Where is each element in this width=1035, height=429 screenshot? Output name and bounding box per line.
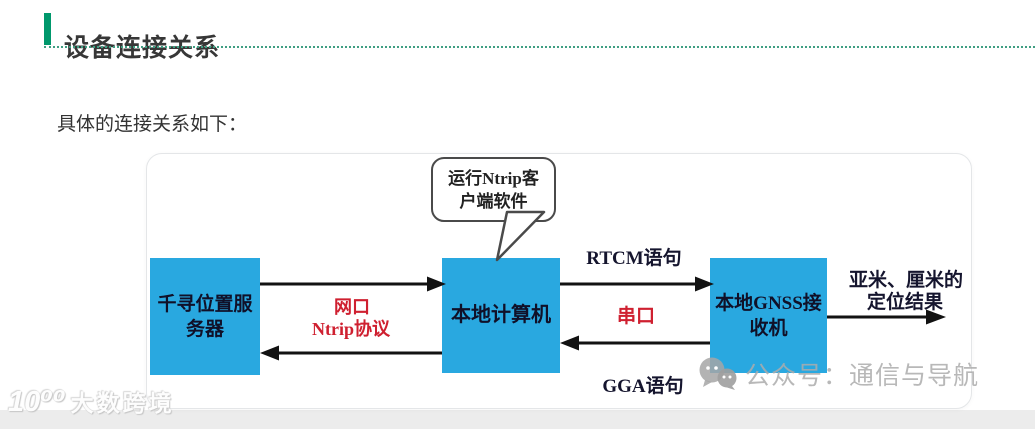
node-local-computer: 本地计算机 <box>442 258 560 373</box>
title-accent-bar <box>44 13 51 45</box>
label-serial-port: 串口 <box>616 306 656 327</box>
label-rtcm: RTCM语句 <box>586 248 682 269</box>
callout-ntrip-client: 运行Ntrip客 户端软件 <box>431 157 556 222</box>
dashu-logo-icon: 10⁰⁰ <box>8 386 66 418</box>
intro-text: 具体的连接关系如下： <box>57 114 248 135</box>
node-label: 本地GNSS接 <box>715 292 822 314</box>
label-output-line2: 定位结果 <box>866 292 944 313</box>
watermark-dashu-text: 大数跨境 <box>70 390 175 416</box>
watermark-wechat-text: 公众号：通信与导航 <box>745 362 980 390</box>
label-gga: GGA语句 <box>602 376 684 397</box>
node-label: 千寻位置服 <box>157 293 253 315</box>
label-ntrip-protocol: Ntrip协议 <box>312 319 390 339</box>
node-qianxun-server: 千寻位置服 务器 <box>150 258 260 375</box>
wechat-icon <box>699 357 737 390</box>
label-output-line1: 亚米、厘米的 <box>848 270 964 291</box>
page-bottom-strip <box>0 410 1035 429</box>
title-divider <box>44 46 1035 48</box>
node-label: 本地计算机 <box>451 304 551 326</box>
watermark-dashu: 10⁰⁰ 大数跨境 <box>8 384 175 419</box>
node-gnss-receiver: 本地GNSS接 收机 <box>710 258 827 373</box>
node-label: 收机 <box>749 317 788 339</box>
callout-text: 运行Ntrip客 <box>448 168 539 188</box>
callout-text: 户端软件 <box>459 191 528 211</box>
label-network-port: 网口 <box>334 297 370 317</box>
watermark-wechat: 公众号：通信与导航 <box>698 356 979 392</box>
node-label: 务器 <box>185 318 224 340</box>
